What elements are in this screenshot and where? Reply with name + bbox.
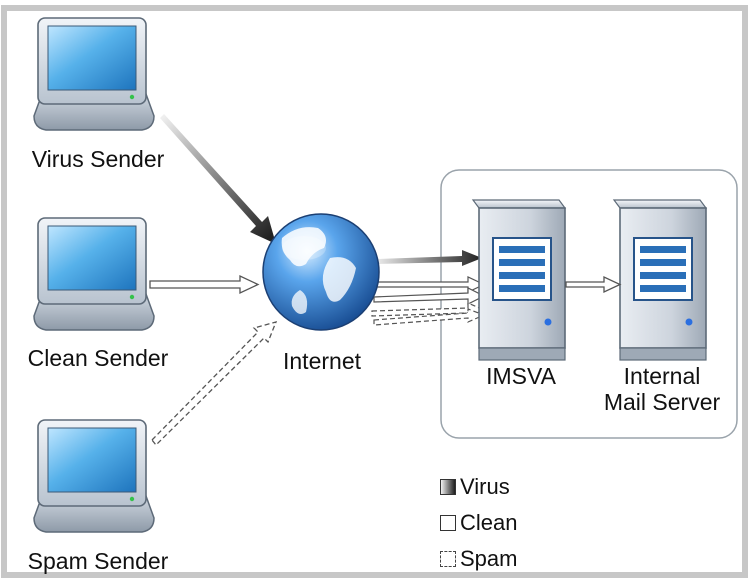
spam-to-imsva-arrow — [371, 302, 486, 326]
clean-swatch — [440, 515, 456, 531]
legend-clean-label: Clean — [460, 510, 518, 535]
monitor-icon — [33, 17, 155, 131]
legend-spam-label: Spam — [460, 546, 518, 571]
server-icon — [472, 199, 566, 361]
internet-label: Internet — [283, 348, 361, 374]
imsva-label: IMSVA — [486, 363, 556, 389]
virus-to-imsva-arrow — [378, 250, 482, 266]
mail-server-label-line2: Mail Server — [603, 389, 721, 415]
legend-item-spam: Spam — [440, 546, 517, 572]
legend-item-clean: Clean — [440, 510, 517, 536]
clean-flow-arrow — [149, 274, 260, 295]
virus-swatch — [440, 479, 456, 495]
virus-sender-label: Virus Sender — [31, 146, 165, 172]
spam-sender-label: Spam Sender — [27, 548, 169, 574]
spam-swatch — [440, 551, 456, 567]
spam-flow-arrow — [151, 321, 278, 446]
mail-server-label-line1: Internal — [623, 363, 701, 389]
legend-item-virus: Virus — [440, 474, 510, 500]
globe-icon — [262, 213, 380, 331]
monitor-icon — [33, 217, 155, 331]
monitor-icon — [33, 419, 155, 533]
clean-to-imsva-arrow — [373, 276, 486, 305]
virus-flow-arrow — [160, 114, 276, 244]
legend-virus-label: Virus — [460, 474, 510, 499]
imsva-to-mailserver-arrow — [565, 275, 622, 294]
server-icon — [613, 199, 707, 361]
clean-sender-label: Clean Sender — [27, 345, 169, 371]
